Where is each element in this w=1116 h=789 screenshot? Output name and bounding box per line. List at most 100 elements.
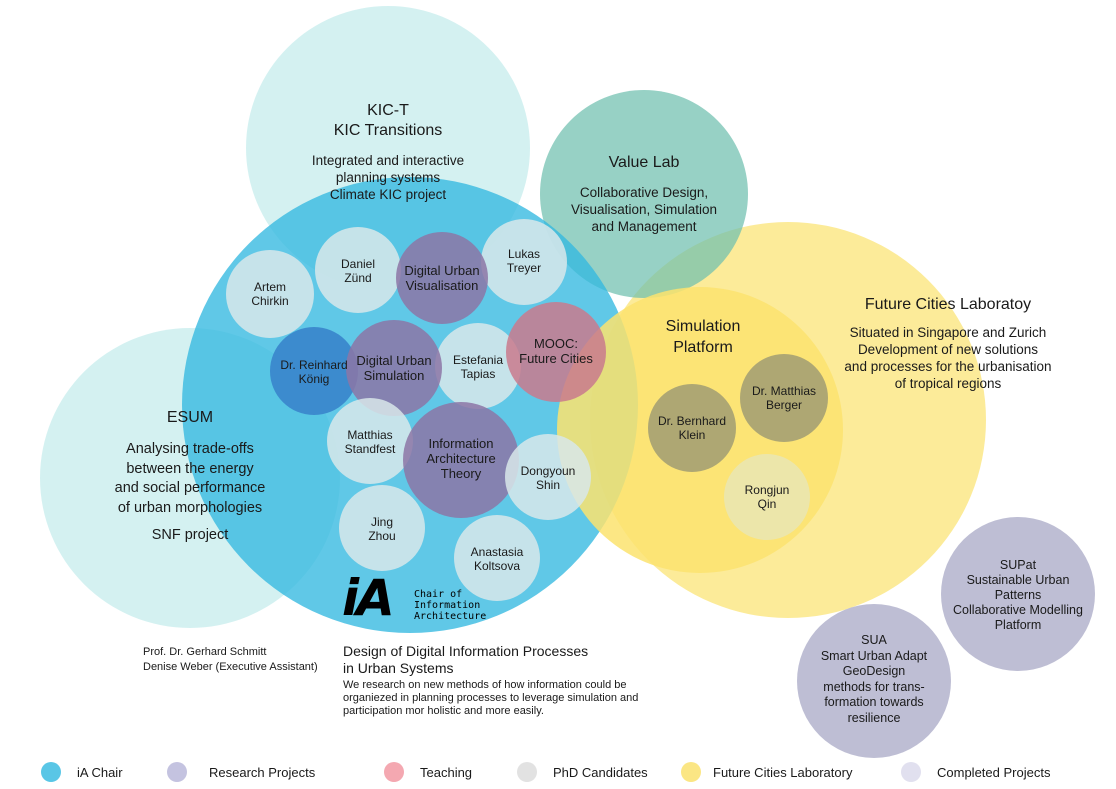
legend-dot xyxy=(384,762,404,782)
node-label-line: MOOC: xyxy=(533,336,579,351)
esum-desc-line: and social performance xyxy=(114,480,266,496)
node-matthias-s xyxy=(327,398,413,484)
legend-item-ia-chair: iA Chair xyxy=(41,762,123,782)
node-label-line: Berger xyxy=(765,398,803,412)
legend-item-completed-projects: Completed Projects xyxy=(901,762,1050,782)
node-matthias-s-label: Matthias Standfest xyxy=(320,428,420,456)
legend-label: PhD Candidates xyxy=(553,764,648,780)
node-label-line: Digital Urban xyxy=(356,353,432,368)
node-artem xyxy=(226,250,314,338)
supat-line: Collaborative Modelling xyxy=(953,603,1083,617)
node-estefania-label: Estefania Tapias xyxy=(428,353,528,381)
fcl-desc: Situated in Singapore and Zurich Develop… xyxy=(818,324,1078,392)
chair-desc-line: We research on new methods of how inform… xyxy=(343,679,627,691)
esum-desc-line: of urban morphologies xyxy=(117,499,263,516)
node-estefania xyxy=(435,323,521,409)
simulation-platform-title: Simulation Platform xyxy=(633,317,773,357)
node-daniel xyxy=(315,227,401,313)
esum-desc-line: between the energy xyxy=(126,460,254,477)
supat-line: Platform xyxy=(994,618,1042,632)
node-jing-label: Jing Zhou xyxy=(332,515,432,543)
node-label-line: Jing xyxy=(370,515,393,529)
node-reinhard xyxy=(270,327,358,415)
node-label-line: Zhou xyxy=(368,529,396,543)
valuelab-desc-line: and Management xyxy=(591,219,697,234)
node-label-line: Visualisation xyxy=(405,278,479,293)
node-rongjun xyxy=(724,454,810,540)
node-label-line: Estefania xyxy=(452,353,504,367)
legend-label: Completed Projects xyxy=(937,764,1051,780)
sua-label: SUA Smart Urban Adapt GeoDesign methods … xyxy=(799,633,949,727)
chair-title-line: in Urban Systems xyxy=(343,660,454,676)
legend-item-future-cities-laboratory: Future Cities Laboratory xyxy=(681,762,852,782)
node-label-line: Koltsova xyxy=(473,559,521,573)
kict-desc: Integrated and interactive planning syst… xyxy=(268,152,508,203)
staff-list: Prof. Dr. Gerhard Schmitt Denise Weber (… xyxy=(143,646,343,674)
sua-line: SUA xyxy=(861,633,887,647)
node-label-line: Theory xyxy=(440,466,482,481)
sua-circle xyxy=(797,604,951,758)
sua-line: resilience xyxy=(847,710,901,725)
valuelab-desc-line: Visualisation, Simulation xyxy=(570,202,718,217)
legend-item-teaching: Teaching xyxy=(384,762,472,782)
fcl-desc-line: Situated in Singapore and Zurich xyxy=(849,325,1047,340)
legend-label: Teaching xyxy=(420,764,473,780)
node-label-line: Daniel xyxy=(340,257,376,271)
fcl-desc-line: of tropical regions xyxy=(894,376,1002,391)
node-jing xyxy=(339,485,425,571)
fcl-title: Future Cities Laboratoy xyxy=(864,296,1032,313)
node-iat-label: Information Architecture Theory xyxy=(406,436,516,481)
ia-logo-text: Chair of Information Architecture xyxy=(414,589,486,622)
supat-circle xyxy=(941,517,1095,671)
node-anastasia-label: Anastasia Koltsova xyxy=(447,545,547,573)
node-label-line: Architecture xyxy=(426,451,496,466)
chair-desc-line: organiezed in planning processes to leve… xyxy=(343,692,639,704)
sua-line: Smart Urban Adapt xyxy=(820,648,928,663)
simulation-platform-title-line: Simulation xyxy=(665,318,741,335)
node-label-line: Dongyoun xyxy=(520,464,576,478)
node-rongjun-label: Rongjun Qin xyxy=(717,483,817,511)
node-label-line: Simulation xyxy=(363,368,425,383)
node-anastasia xyxy=(454,515,540,601)
legend-dot xyxy=(41,762,61,782)
chair-title-line: Design of Digital Information Processes xyxy=(343,643,589,659)
legend-label: Future Cities Laboratory xyxy=(713,764,853,780)
valuelab-desc-line: Collaborative Design, xyxy=(579,185,709,200)
legend-item-phd-candidates: PhD Candidates xyxy=(517,762,648,782)
node-reinhard-label: Dr. Reinhard König xyxy=(262,358,366,386)
node-daniel-label: Daniel Zünd xyxy=(308,257,408,285)
esum-note: SNF project xyxy=(151,527,229,543)
supat-label: SUPat Sustainable Urban Patterns Collabo… xyxy=(943,558,1093,633)
valuelab-desc: Collaborative Design, Visualisation, Sim… xyxy=(544,184,744,235)
node-mooc xyxy=(506,302,606,402)
node-label-line: Lukas xyxy=(507,247,541,261)
node-label-line: Dr. Reinhard xyxy=(280,358,348,372)
node-bernhard-label: Dr. Bernhard Klein xyxy=(638,414,746,442)
node-label-line: Tapias xyxy=(460,367,496,381)
legend-dot xyxy=(901,762,921,782)
node-label-line: Anastasia xyxy=(470,545,524,559)
node-mooc-label: MOOC: Future Cities xyxy=(501,336,611,366)
node-label-line: Standfest xyxy=(344,442,396,456)
node-label-line: König xyxy=(298,372,330,386)
staff-name: Denise Weber (Executive Assistant) xyxy=(143,661,318,673)
ia-logo-text-line: Information xyxy=(414,600,481,611)
kict-desc-line: Climate KIC project xyxy=(329,187,447,202)
node-artem-label: Artem Chirkin xyxy=(220,280,320,308)
kict-title: KIC-T xyxy=(367,102,409,119)
kict-desc-line: planning systems xyxy=(335,170,441,185)
fcl-desc-line: Development of new solutions xyxy=(857,342,1039,357)
ia-logo-mark: iA xyxy=(342,569,395,627)
legend-label: Research Projects xyxy=(209,764,316,780)
sua-line: methods for trans- xyxy=(823,679,925,694)
node-label-line: Rongjun xyxy=(744,483,790,497)
sua-line: GeoDesign xyxy=(842,664,906,679)
chair-desc: We research on new methods of how inform… xyxy=(343,679,673,718)
node-label-line: Dr. Matthias xyxy=(751,384,817,398)
node-label-line: Future Cities xyxy=(519,351,593,366)
chair-title: Design of Digital Information Processes … xyxy=(343,643,663,677)
kict-desc-line: Integrated and interactive xyxy=(311,153,465,168)
esum-title: ESUM xyxy=(166,409,214,426)
staff-name: Prof. Dr. Gerhard Schmitt xyxy=(143,646,267,658)
legend-dot xyxy=(681,762,701,782)
